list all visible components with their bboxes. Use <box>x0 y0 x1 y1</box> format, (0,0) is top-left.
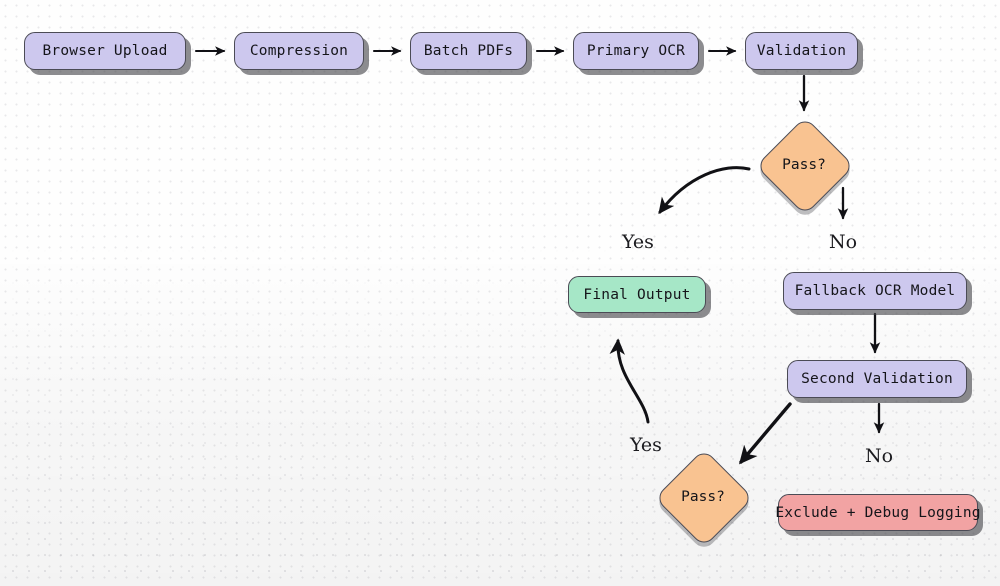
node-pass-decision-1[interactable]: Pass? <box>755 116 855 216</box>
node-label: Batch PDFs <box>423 43 514 59</box>
node-fallback-ocr-model[interactable]: Fallback OCR Model <box>783 272 967 310</box>
node-compression[interactable]: Compression <box>234 32 364 70</box>
node-primary-ocr[interactable]: Primary OCR <box>573 32 699 70</box>
edge-label-text: No <box>865 445 894 467</box>
node-label: Pass? <box>782 157 826 173</box>
edge-pass-1-yes-curve <box>658 166 751 215</box>
node-label: Final Output <box>583 286 691 303</box>
edge-pass-2-yes-curve <box>609 338 650 424</box>
node-batch-pdfs[interactable]: Batch PDFs <box>410 32 527 70</box>
node-browser-upload[interactable]: Browser Upload <box>24 32 186 70</box>
edge-label-yes-2: Yes <box>630 434 662 456</box>
node-label: Exclude + Debug Logging <box>775 504 981 521</box>
edge-label-text: No <box>829 231 858 253</box>
node-label: Second Validation <box>801 371 953 387</box>
node-label: Fallback OCR Model <box>794 283 956 299</box>
edge-label-text: Yes <box>630 434 662 456</box>
edge-label-text: Yes <box>622 231 654 253</box>
node-pass-decision-2[interactable]: Pass? <box>654 448 754 548</box>
node-label: Compression <box>249 43 349 59</box>
node-exclude-debug-logging[interactable]: Exclude + Debug Logging <box>775 494 981 531</box>
edge-label-no-1: No <box>829 231 857 253</box>
edge-label-no-2: No <box>865 445 893 467</box>
node-label: Primary OCR <box>586 43 686 59</box>
node-label: Browser Upload <box>42 43 168 59</box>
node-final-output[interactable]: Final Output <box>568 276 706 313</box>
edge-second-validation-to-pass-2 <box>739 402 792 465</box>
node-validation[interactable]: Validation <box>745 32 858 70</box>
node-second-validation[interactable]: Second Validation <box>787 360 967 398</box>
edge-label-yes-1: Yes <box>622 231 654 253</box>
node-label: Validation <box>756 43 847 59</box>
node-label: Pass? <box>681 489 725 505</box>
